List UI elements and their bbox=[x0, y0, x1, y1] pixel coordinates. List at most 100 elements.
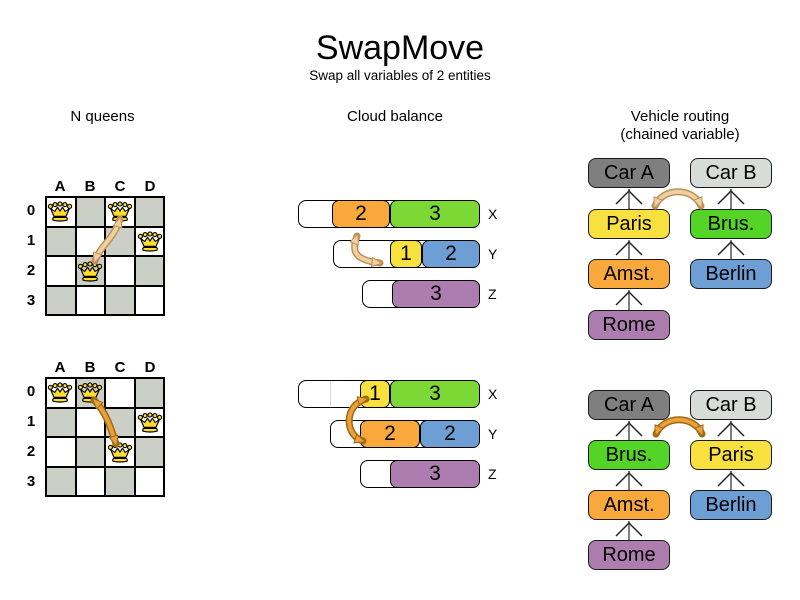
visit-box-rome: Rome bbox=[588, 540, 670, 570]
board-cell bbox=[105, 285, 135, 315]
visit-box-brus: Brus. bbox=[690, 209, 772, 239]
board-cell bbox=[134, 226, 164, 256]
header-cloud-balance: Cloud balance bbox=[347, 108, 443, 125]
row-label: 2 bbox=[26, 262, 36, 279]
vehicle-box-car-b: Car B bbox=[690, 390, 772, 420]
board-cell bbox=[134, 407, 164, 437]
board-cell bbox=[75, 226, 105, 256]
col-label: A bbox=[54, 359, 66, 376]
process-box: 3 bbox=[392, 280, 480, 308]
process-value: 1 bbox=[400, 242, 412, 265]
process-box: 2 bbox=[420, 420, 480, 448]
header-nqueens: N queens bbox=[70, 108, 135, 125]
process-value: 2 bbox=[355, 202, 367, 225]
process-value: 3 bbox=[429, 462, 441, 485]
header-vehicle-routing: Vehicle routing (chained variable) bbox=[580, 108, 780, 144]
process-box: 1 bbox=[360, 380, 390, 408]
board-cell bbox=[134, 285, 164, 315]
visit-box-rome: Rome bbox=[588, 310, 670, 340]
queen-icon-a0 bbox=[47, 380, 73, 405]
board-cell bbox=[105, 256, 135, 286]
swap-arrow-vehicle-before bbox=[651, 188, 705, 210]
computer-label-x: X bbox=[488, 386, 498, 402]
process-box: 1 bbox=[390, 240, 422, 268]
col-label: D bbox=[144, 178, 156, 195]
computer-label-z: Z bbox=[488, 466, 497, 482]
col-label: C bbox=[114, 359, 126, 376]
process-value: 2 bbox=[445, 242, 457, 265]
board-cell bbox=[105, 407, 135, 437]
row-label: 2 bbox=[26, 443, 36, 460]
board-cell bbox=[105, 378, 135, 408]
visit-box-paris: Paris bbox=[690, 440, 772, 470]
queen-icon-d1 bbox=[137, 229, 163, 254]
board-cell bbox=[46, 407, 76, 437]
queen-icon-a0 bbox=[47, 199, 73, 224]
row-label: 1 bbox=[26, 232, 36, 249]
col-label: B bbox=[84, 359, 96, 376]
row-seam bbox=[330, 381, 331, 406]
board-cell bbox=[134, 378, 164, 408]
process-box: 2 bbox=[422, 240, 480, 268]
process-box: 3 bbox=[390, 380, 480, 408]
board-cell bbox=[75, 466, 105, 496]
process-value: 1 bbox=[369, 382, 381, 405]
board-cell bbox=[134, 466, 164, 496]
computer-label-z: Z bbox=[488, 286, 497, 302]
board-cell bbox=[134, 256, 164, 286]
swap-arrow-vehicle-after bbox=[652, 416, 706, 438]
visit-box-paris: Paris bbox=[588, 209, 670, 239]
process-value: 3 bbox=[430, 282, 442, 305]
computer-label-y: Y bbox=[488, 426, 498, 442]
vehicle-box-car-a: Car A bbox=[588, 158, 670, 188]
vehicle-box-car-b: Car B bbox=[690, 158, 772, 188]
process-box: 3 bbox=[390, 460, 480, 488]
board-cell bbox=[46, 285, 76, 315]
process-value: 2 bbox=[384, 422, 396, 445]
computer-label-y: Y bbox=[488, 246, 498, 262]
page-subtitle: Swap all variables of 2 entities bbox=[309, 68, 491, 83]
nqueens-board-before: A B C D 0 1 2 3 bbox=[15, 178, 185, 325]
queen-icon-b0 bbox=[77, 380, 103, 405]
process-value: 3 bbox=[429, 202, 441, 225]
board-cell bbox=[134, 437, 164, 467]
board-cell bbox=[46, 256, 76, 286]
nqueens-board-after: A B C D 0 1 2 3 bbox=[15, 359, 185, 506]
chessboard bbox=[45, 377, 165, 497]
queen-icon-b2 bbox=[77, 259, 103, 284]
col-label: B bbox=[84, 178, 96, 195]
queen-icon-c0 bbox=[107, 199, 133, 224]
row-label: 0 bbox=[26, 383, 36, 400]
process-box: 2 bbox=[332, 200, 390, 228]
header-vehicle-routing-line1: Vehicle routing bbox=[630, 108, 730, 125]
process-box: 3 bbox=[390, 200, 480, 228]
col-label: C bbox=[114, 178, 126, 195]
visit-box-berlin: Berlin bbox=[690, 490, 772, 520]
page-title: SwapMove bbox=[315, 29, 485, 67]
board-cell bbox=[134, 197, 164, 227]
board-cell bbox=[75, 407, 105, 437]
vehicle-box-car-a: Car A bbox=[588, 390, 670, 420]
row-label: 0 bbox=[26, 202, 36, 219]
process-value: 2 bbox=[444, 422, 456, 445]
chain-connector bbox=[615, 421, 745, 540]
col-label: A bbox=[54, 178, 66, 195]
board-cell bbox=[46, 466, 76, 496]
process-box: 2 bbox=[360, 420, 420, 448]
board-cell bbox=[105, 437, 135, 467]
board-cell bbox=[75, 197, 105, 227]
process-value: 3 bbox=[429, 382, 441, 405]
queen-icon-d1 bbox=[137, 410, 163, 435]
col-label: D bbox=[144, 359, 156, 376]
visit-box-amst: Amst. bbox=[588, 259, 670, 289]
row-label: 3 bbox=[26, 473, 36, 490]
board-cell bbox=[46, 226, 76, 256]
row-label: 1 bbox=[26, 413, 36, 430]
chain-connector bbox=[615, 189, 745, 310]
visit-box-brus: Brus. bbox=[588, 440, 670, 470]
board-cell bbox=[46, 437, 76, 467]
board-cell bbox=[46, 378, 76, 408]
board-cell bbox=[105, 466, 135, 496]
board-cell bbox=[75, 285, 105, 315]
queen-icon-c2 bbox=[107, 440, 133, 465]
